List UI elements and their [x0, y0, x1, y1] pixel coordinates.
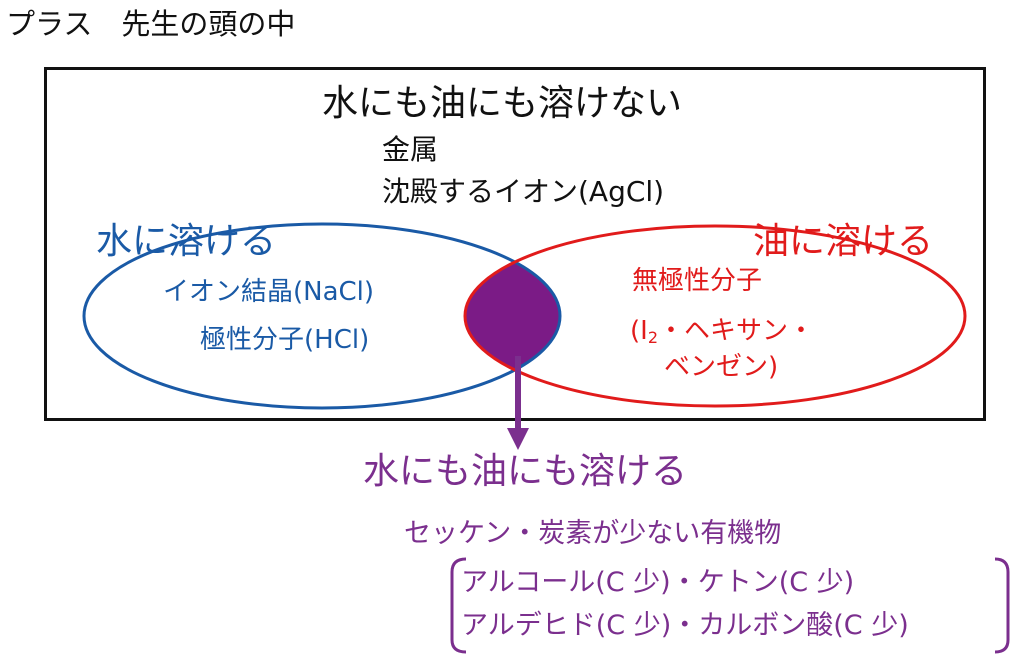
both-subtitle: セッケン・炭素が少ない有機物: [404, 518, 782, 549]
oil-item: ベンゼン): [664, 352, 779, 382]
bracket-group: アルコール(C 少)・ケトン(C 少) アルデヒド(C 少)・カルボン酸(C 少…: [447, 557, 1009, 653]
water-item: 極性分子(HCl): [200, 325, 370, 355]
oil-item-part: (I: [630, 316, 648, 346]
oil-item: 無極性分子: [632, 266, 763, 296]
page-heading: プラス 先生の頭の中: [6, 7, 296, 41]
neither-title: 水にも油にも溶けない: [322, 83, 683, 124]
neither-item: 沈殿するイオン(AgCl): [382, 175, 665, 208]
oil-ellipse: [463, 224, 967, 408]
neither-item: 金属: [382, 133, 439, 166]
oil-item-part: ・ヘキサン・: [658, 316, 815, 346]
bracket-item: アルデヒド(C 少)・カルボン酸(C 少): [461, 610, 909, 641]
both-title: 水にも油にも溶ける: [363, 451, 688, 492]
oil-title: 油に溶ける: [753, 221, 934, 262]
bracket-icon: [450, 557, 1010, 654]
subscript: 2: [647, 328, 658, 347]
water-title: 水に溶ける: [96, 221, 277, 262]
water-ellipse: [82, 222, 562, 410]
bracket-item: アルコール(C 少)・ケトン(C 少): [461, 567, 855, 598]
oil-item: (I2・ヘキサン・: [630, 318, 814, 346]
down-arrow-icon: [507, 356, 529, 450]
water-item: イオン結晶(NaCl): [163, 277, 375, 307]
